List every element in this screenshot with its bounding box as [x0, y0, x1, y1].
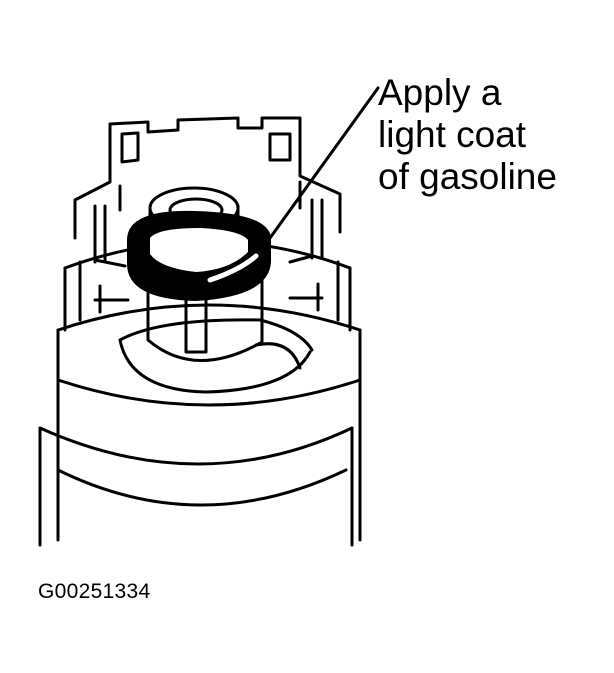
- outlet-recess: [118, 318, 314, 394]
- figure-id: G00251334: [38, 580, 151, 603]
- callout-line-2: light coat: [378, 114, 527, 155]
- callout-text: Apply a light coat of gasoline: [378, 72, 557, 198]
- callout-line-1: Apply a: [378, 72, 502, 113]
- callout-line-3: of gasoline: [378, 156, 557, 197]
- o-ring: [127, 210, 271, 302]
- callout-leader-line: [268, 86, 380, 240]
- o-ring-highlight: [207, 253, 259, 283]
- connector-housing: [73, 116, 342, 314]
- pump-body: [38, 303, 362, 547]
